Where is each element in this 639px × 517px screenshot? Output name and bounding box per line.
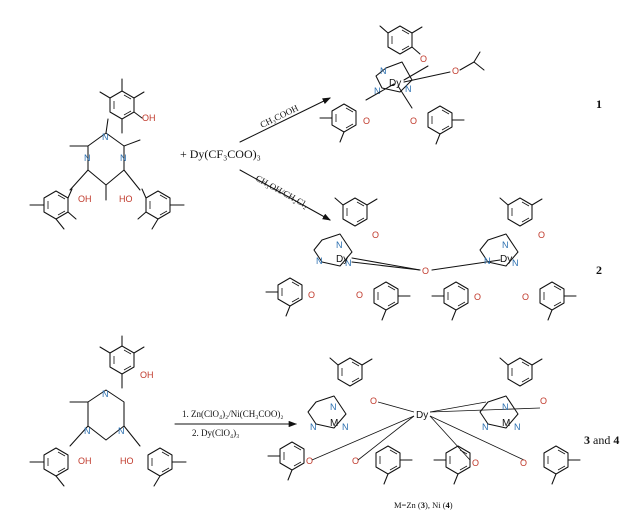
nitrogen-label: N (84, 153, 91, 163)
hydroxyl-label: HO (120, 456, 134, 466)
complex-1-structure: O N N N Dy O O O (319, 25, 485, 145)
oxygen-label: O (474, 292, 481, 302)
metal-atom: M (502, 418, 510, 429)
compound-label-2: 2 (596, 263, 602, 277)
arrow-reagent: 2. Dy(ClO₄)₃ (192, 428, 239, 438)
nitrogen-label: N (316, 256, 323, 266)
oxygen-label: O (370, 396, 377, 406)
oxygen-label: O (352, 456, 359, 466)
oxygen-label: O (522, 292, 529, 302)
reaction-arrow (239, 97, 331, 143)
label-4: 4 (613, 433, 619, 447)
footnote-ni: 4 (446, 500, 451, 510)
arrow-reagent: CH₃COOH (258, 103, 300, 130)
oxygen-label: O (420, 54, 427, 64)
oxygen-label: O (372, 230, 379, 240)
nitrogen-label: N (512, 258, 519, 268)
nitrogen-label: N (484, 256, 491, 266)
oxygen-label: O (308, 290, 315, 300)
oxygen-label: O (356, 290, 363, 300)
complex-3-4-structure: O N N N M O O Dy O (267, 357, 581, 485)
nitrogen-label: N (342, 422, 349, 432)
nitrogen-label: N (102, 132, 109, 142)
nitrogen-label: N (482, 422, 489, 432)
compound-label-3-4: 3 and 4 (584, 433, 619, 447)
nitrogen-label: N (380, 66, 387, 76)
hydroxyl-label: HO (119, 194, 133, 204)
footnote-post: ) (450, 500, 453, 510)
footnote-zn: 3 (421, 500, 425, 510)
hydroxyl-label: OH (78, 194, 92, 204)
nitrogen-label: N (84, 426, 91, 436)
oxygen-label: O (538, 230, 545, 240)
complex-2-structure: O N N N Dy O O O O N N N (265, 197, 577, 321)
oxygen-label: O (306, 456, 313, 466)
nitrogen-label: N (336, 240, 343, 250)
label-3: 3 (584, 433, 590, 447)
hydroxyl-label: OH (142, 113, 156, 123)
oxygen-label: O (363, 116, 370, 126)
dysprosium-atom: Dy (389, 78, 401, 89)
footnote-mid: ), Ni ( (425, 500, 446, 510)
reaction-arrow (239, 169, 331, 221)
dysprosium-atom: Dy (416, 410, 428, 421)
nitrogen-label: N (330, 402, 337, 412)
ligand-structure-top: OH N N N OH HO (29, 78, 185, 230)
nitrogen-label: N (502, 240, 509, 250)
dysprosium-reagent: + Dy(CF₃COO)₃ (180, 147, 261, 161)
nitrogen-label: N (374, 86, 381, 96)
footnote-pre: M=Zn ( (394, 500, 421, 510)
hydroxyl-label: OH (78, 456, 92, 466)
arrow-reagent: CH₃OH/CH₂Cl₂ (254, 173, 310, 210)
oxygen-label: O (472, 458, 479, 468)
nitrogen-label: N (102, 389, 109, 399)
dysprosium-atom: Dy (500, 254, 512, 265)
dysprosium-atom: Dy (336, 254, 348, 265)
oxygen-label: O (410, 116, 417, 126)
nitrogen-label: N (502, 402, 509, 412)
metal-footnote: M=Zn (3), Ni (4) (394, 500, 453, 510)
compound-label-1: 1 (596, 97, 602, 111)
hydroxyl-label: OH (140, 370, 154, 380)
oxygen-label: O (540, 396, 547, 406)
nitrogen-label: N (405, 84, 412, 94)
ligand-structure-bottom: OH N N N OH HO (29, 335, 187, 487)
nitrogen-label: N (118, 426, 125, 436)
label-and: and (590, 433, 613, 447)
nitrogen-label: N (514, 422, 521, 432)
bridging-oxygen-label: O (422, 266, 429, 276)
nitrogen-label: N (345, 258, 352, 268)
oxygen-label: O (520, 458, 527, 468)
nitrogen-label: N (120, 153, 127, 163)
nitrogen-label: N (310, 422, 317, 432)
metal-atom: M (330, 418, 338, 429)
oxygen-label: O (452, 66, 459, 76)
arrow-reagent: 1. Zn(ClO₄)₂/Ni(CH₃COO)₂ (182, 409, 284, 419)
